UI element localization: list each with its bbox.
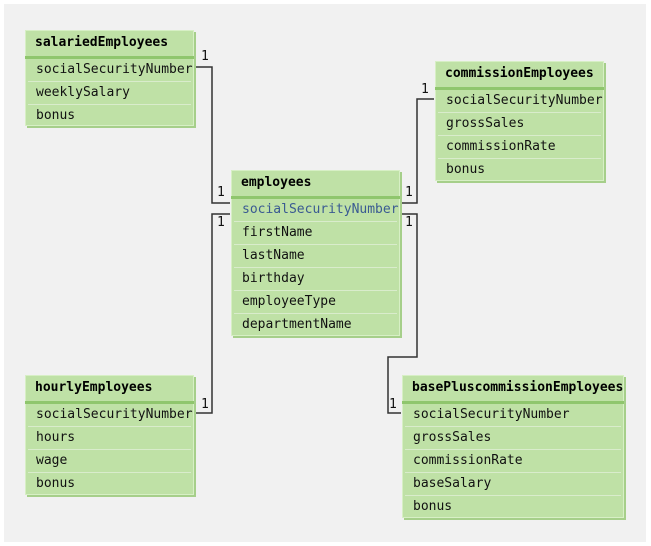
field-bonus: bonus	[36, 476, 76, 491]
table-hourly-employees[interactable]: hourlyEmployees socialSecurityNumber hou…	[25, 375, 194, 495]
field-social-security-number: socialSecurityNumber	[28, 59, 193, 82]
cardinality-commission: 1	[421, 82, 429, 97]
field-social-security-number: socialSecurityNumber	[438, 90, 603, 113]
cardinality-salaried: 1	[201, 49, 209, 64]
field-wage: wage	[28, 450, 191, 473]
field-weekly-salary: weeklySalary	[28, 82, 191, 105]
cardinality-baseplus: 1	[389, 397, 397, 412]
field-commission-rate: commissionRate	[405, 450, 621, 473]
table-title: basePluscommissionEmployees	[402, 375, 624, 404]
table-employees[interactable]: employees socialSecurityNumber firstName…	[231, 170, 400, 336]
table-title: salariedEmployees	[25, 30, 194, 59]
cardinality-employees-baseplus: 1	[405, 215, 413, 230]
field-birthday: birthday	[234, 268, 397, 291]
cardinality-hourly: 1	[201, 397, 209, 412]
table-title: employees	[231, 170, 400, 199]
field-social-security-number: socialSecurityNumber	[405, 404, 621, 427]
table-title: hourlyEmployees	[25, 375, 194, 404]
field-employee-type: employeeType	[234, 291, 397, 314]
field-commission-rate: commissionRate	[438, 136, 601, 159]
field-social-security-number-key: socialSecurityNumber	[234, 199, 399, 222]
table-salaried-employees[interactable]: salariedEmployees socialSecurityNumber w…	[25, 30, 194, 126]
field-department-name: departmentName	[242, 317, 352, 332]
cardinality-employees-commission: 1	[405, 185, 413, 200]
field-bonus: bonus	[413, 499, 453, 514]
field-social-security-number: socialSecurityNumber	[28, 404, 193, 427]
field-bonus: bonus	[446, 162, 486, 177]
field-bonus: bonus	[36, 108, 76, 123]
field-gross-sales: grossSales	[405, 427, 621, 450]
field-gross-sales: grossSales	[438, 113, 601, 136]
field-first-name: firstName	[234, 222, 397, 245]
field-base-salary: baseSalary	[405, 473, 621, 496]
table-commission-employees[interactable]: commissionEmployees socialSecurityNumber…	[435, 61, 604, 181]
cardinality-employees-salaried: 1	[217, 185, 225, 200]
field-hours: hours	[28, 427, 191, 450]
table-title: commissionEmployees	[435, 61, 604, 90]
field-last-name: lastName	[234, 245, 397, 268]
cardinality-employees-hourly: 1	[217, 215, 225, 230]
table-base-plus-commission-employees[interactable]: basePluscommissionEmployees socialSecuri…	[402, 375, 624, 518]
